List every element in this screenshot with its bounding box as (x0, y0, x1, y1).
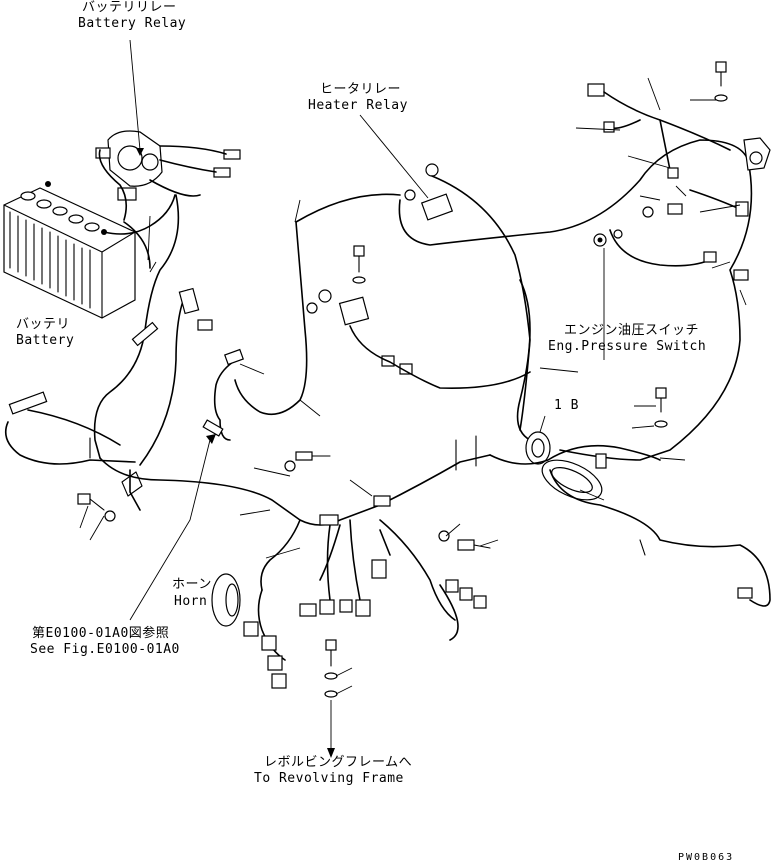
bolt-washer-set (77, 61, 728, 698)
battery (3, 181, 136, 319)
right-harness (587, 83, 771, 281)
eng-pressure-switch-label-jp: エンジン油圧スイッチ (564, 323, 699, 338)
heater-relay (404, 163, 454, 221)
leader-lines (79, 39, 747, 750)
drawing-code: PW0B063 (678, 852, 734, 863)
horn-label-jp: ホーン (172, 577, 212, 592)
revolving-frame-label-jp: レボルビングフレームへ (264, 755, 412, 770)
horn-label-en: Horn (174, 594, 207, 609)
horn (211, 573, 241, 627)
grommet-1b (525, 431, 603, 501)
arrow-head (206, 434, 216, 444)
battery-label-jp: バッテリ (16, 317, 70, 332)
heater-relay-label-en: Heater Relay (308, 98, 408, 113)
eng-pressure-switch (593, 229, 623, 247)
see-fig-label-jp: 第E0100-01A0図参照 (32, 625, 169, 641)
relay-cluster-center (306, 289, 413, 375)
arrow-head (136, 148, 144, 156)
eng-pressure-switch-label-en: Eng.Pressure Switch (548, 339, 706, 354)
heater-relay-label-jp: ヒータリレー (320, 82, 401, 97)
battery-relay-label-en: Battery Relay (78, 16, 186, 31)
battery-relay-label-jp: バッテリリレー (82, 0, 177, 15)
revolving-frame-label-en: To Revolving Frame (254, 771, 404, 786)
connector-group-left (243, 495, 487, 689)
arrow-head (327, 748, 335, 758)
callout-1b: 1 B (554, 398, 579, 413)
see-fig-label-en: See Fig.E0100-01A0 (30, 642, 180, 657)
battery-label-en: Battery (16, 333, 74, 348)
